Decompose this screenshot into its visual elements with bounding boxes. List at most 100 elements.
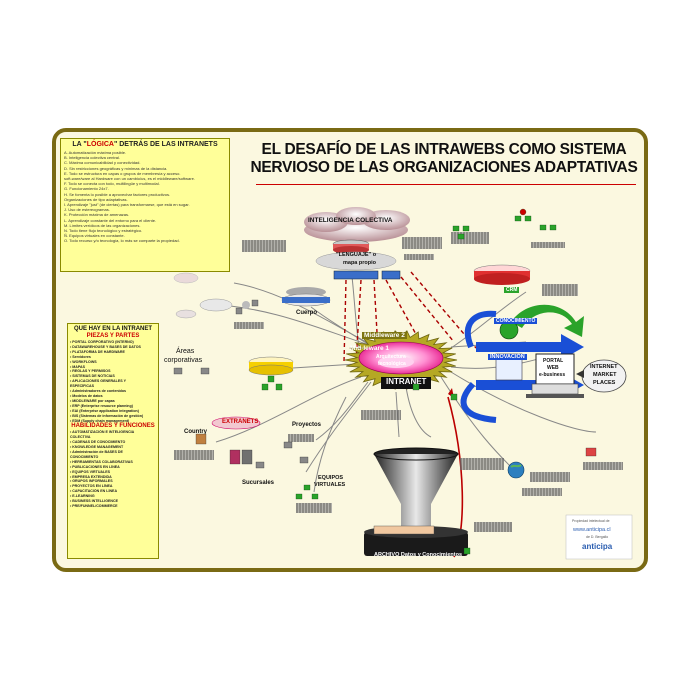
list-item: K. Protección máxima de amenazas. (64, 212, 130, 218)
areas-label-1: Áreas (176, 348, 195, 355)
logic-list: A. Automatización máxima posible.B. Inte… (61, 150, 229, 244)
arquitectura-label-2: tecnológica (378, 361, 406, 367)
list-item: I. Aprendizaje "just" (de ciertas) para … (64, 202, 190, 208)
scribble (361, 410, 401, 420)
list-item: • EQUIPOS VIRTUALES (70, 469, 110, 474)
lenguaje-cloud (315, 251, 397, 271)
scribble (174, 450, 214, 460)
list-item: • BUSINESS INTELLIGENCE (70, 499, 118, 504)
list-item: • Administradores de contenidos (70, 389, 127, 394)
icon-layer (173, 208, 597, 555)
cuerpo-label: Cuerpo (296, 310, 317, 316)
scribble (583, 462, 623, 470)
list-item: • E-LEARNING (70, 494, 95, 499)
scribble (542, 284, 578, 296)
logic-panel: LA "LÓGICA" DETRÁS DE LAS INTRANETS A. A… (60, 138, 230, 272)
list-item: • CADENAS DE CONOCIMIENTO (70, 440, 126, 445)
list-item: A. Automatización máxima posible. (64, 150, 127, 155)
list-item: • Administración de BASES DE (70, 450, 123, 455)
lenguaje-label-1: "LENGUAJE" o (336, 252, 377, 258)
list-item: • Modelos de datos (70, 393, 103, 398)
inteligencia-colectiva-label: INTELIGENCIA COLECTIVA (308, 217, 393, 224)
market-label-1: INTERNET (590, 364, 618, 370)
watermark-line-3: de D. Bergallo (586, 535, 609, 539)
title-underline (256, 184, 636, 185)
conocimiento-label: CONOCIMIENTO (494, 318, 538, 324)
portal-label-2: WEB (547, 365, 559, 371)
list-item: • KNOWLEDGE MANAGEMENT (70, 445, 124, 450)
habilidades-header: HABILIDADES Y FUNCIONES (71, 423, 155, 430)
scribble (296, 503, 332, 513)
list-item: • PLATAFORMA DE HARDWARE (70, 349, 125, 354)
archivo-label: ARCHIVO Datos y Conocimientos (374, 552, 463, 558)
habilidades-list: • AUTOMATIZACIÓN E INTELIGENCIA COLECTIV… (68, 430, 158, 509)
title-line-1: EL DESAFÍO DE LAS INTRAWEBS COMO SISTEMA (261, 141, 627, 158)
inteligencia-colectiva-cloud (304, 207, 410, 242)
middleware-2-label: Middleware 2 (362, 332, 407, 339)
list-item: J. Uso de estereogramas. (64, 207, 110, 213)
list-item: • PUBLICACIONES EN LÍNEA (70, 464, 120, 469)
list-item: B. Inteligencia colectiva central. (64, 155, 121, 161)
lenguaje-label-2: mapa propio (343, 260, 377, 266)
list-item: • EAI (Enterprise application integratio… (70, 408, 139, 413)
market-label-3: PLACES (593, 380, 616, 386)
list-item: Ñ. Equipos virtuales en constante. (64, 233, 125, 239)
list-item: M. Límites verídicos de las organizacion… (64, 222, 141, 228)
scribble (402, 237, 442, 249)
watermark-line-1: Propiedad intelectual de (572, 519, 610, 523)
scribble (288, 434, 314, 442)
list-item: • EDM (Supply chain management) (70, 418, 130, 423)
portal-label-3: e-business (539, 372, 566, 378)
equipos-label-1: EQUIPOS (318, 475, 344, 481)
list-item: CONOCIMIENTO (70, 454, 99, 459)
list-item: • WORKFLOWS (70, 359, 97, 364)
sucursales-label: Sucursales (242, 480, 275, 486)
crm-label: CRM (504, 287, 520, 293)
hay-header: QUE HAY EN LA INTRANET (73, 326, 153, 332)
list-item: H. Se fomenta lo posible a aprovechar fa… (64, 191, 171, 197)
title-line-2: NERVIOSO DE LAS ORGANIZACIONES ADAPTATIV… (250, 159, 638, 176)
list-item: G. Funcionamiento 24x7. (64, 186, 109, 192)
list-item: COLECTIVA (70, 435, 91, 440)
scribble (531, 242, 565, 248)
scribble (474, 522, 512, 532)
intranet-burst (344, 330, 458, 390)
list-item: C. Máxima comunicabilidad y conectividad… (64, 160, 141, 166)
innovacion-label: INNOVACIÓN (488, 354, 527, 360)
logic-panel-title: LA "LÓGICA" DETRÁS DE LAS INTRANETS (72, 141, 218, 148)
list-item: L. Aprendizaje constante del entorno par… (64, 217, 157, 223)
list-item: F. Todo se conecta con todo, multilingüe… (64, 181, 160, 187)
equipos-label-2: VIRTUALES (314, 482, 346, 488)
diagram-canvas (173, 207, 633, 560)
diagram-frame: EL DESAFÍO DE LAS INTRAWEBS COMO SISTEMA… (52, 128, 648, 572)
list-item: • BIS (Sistemas de información de gestió… (70, 413, 144, 418)
list-item: Organizaciones de tipo adaptativas. (64, 196, 128, 202)
list-item: • GRUPOS INFORMALES (70, 479, 113, 484)
list-item: soft-ware/ware al Hardware con un cambio… (64, 176, 195, 182)
country-label: Country (184, 429, 207, 435)
intranet-label: INTRANET (386, 377, 427, 386)
watermark-line-2: www.anticipa.cl (573, 527, 611, 533)
archive-disk (364, 532, 468, 556)
middleware-1-label: Mid-leware 1 (350, 345, 390, 352)
areas-label-2: corporativas (164, 357, 203, 364)
list-item: • HERRAMIENTAS COLABORATIVAS (70, 459, 133, 464)
portal-web-screen (535, 353, 575, 385)
portal-label-1: PORTAL (543, 358, 564, 364)
scribble (530, 472, 570, 482)
scribble (460, 458, 504, 470)
list-item: ESPECÍFICAS (70, 384, 94, 389)
list-item: • APLICACIONES GENERALES Y (70, 379, 126, 384)
list-item: • ERP (Enterprise resource planning) (70, 403, 133, 408)
list-item: • REGLAS Y PERMISOS (70, 369, 111, 374)
list-item: • MIDDLEWARE por capas (70, 398, 115, 403)
scribble (522, 488, 562, 496)
list-item: • PROYECTOS EN LÍNEA (70, 484, 113, 489)
extranets-label: EXTRANETS (222, 419, 259, 425)
list-item: • PRE/FUNNEL/COMMERCE (70, 504, 118, 508)
scribble (234, 322, 264, 329)
intranet-contents-panel: QUE HAY EN LA INTRANET PIEZAS Y PARTES •… (67, 323, 159, 559)
proyectos-label: Proyectos (292, 422, 322, 428)
piezas-list: • PORTAL CORPORATIVO (INTERNO)• DATAWARE… (68, 340, 158, 423)
list-item: • DATAWAREHOUSE Y BASES DE DATOS (70, 344, 141, 349)
